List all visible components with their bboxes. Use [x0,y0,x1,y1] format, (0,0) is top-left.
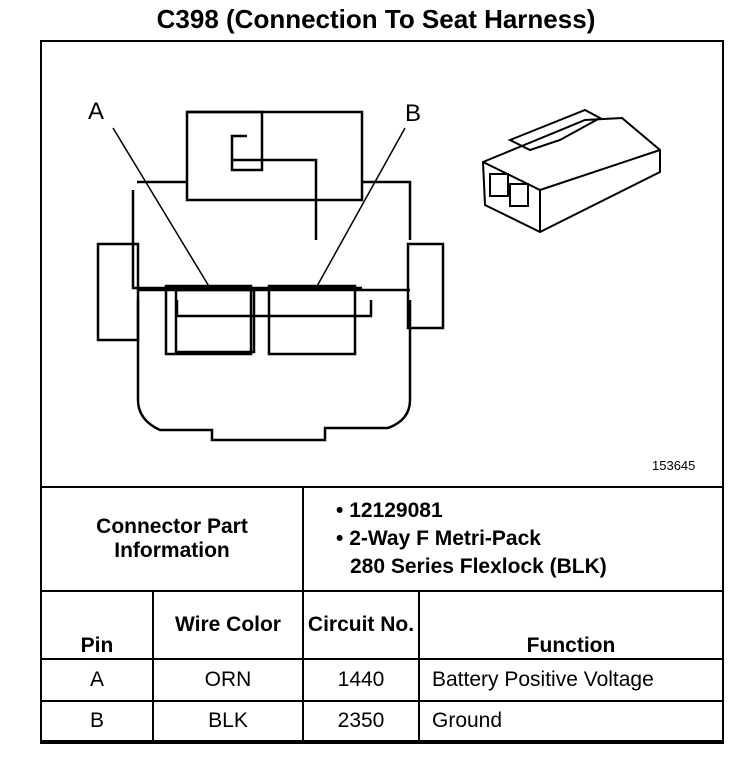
function: Ground [418,700,724,742]
connector-table: Connector Part Information • 12129081 • … [40,486,724,742]
pin: B [40,700,154,742]
part-number: 12129081 [349,499,443,522]
connector-iso-view [481,108,661,234]
label-b: B [405,100,422,127]
figure-number: 153645 [652,458,696,473]
leader-line-a [112,127,211,289]
connector-front-view [96,110,445,442]
header-pin: Pin [40,590,154,660]
table-row: A ORN 1440 Battery Positive Voltage [40,658,724,702]
function: Battery Positive Voltage [418,658,724,702]
header-function: Function [418,590,724,660]
connector-series: 280 Series Flexlock (BLK) [350,555,607,578]
circuit: 2350 [302,700,420,742]
connector-type: 2-Way F Metri-Pack [349,527,541,550]
connector-info-label: Connector Part Information [40,486,304,592]
pin: A [40,658,154,702]
connector-info-items: • 12129081 • 2-Way F Metri-Pack 280 Seri… [302,486,724,592]
leader-line-b [315,127,406,289]
table-row: B BLK 2350 Ground [40,700,724,742]
label-a: A [88,98,105,125]
diagram-frame [40,40,724,744]
wire-color: BLK [152,700,304,742]
header-circuit: Circuit No. [302,590,420,660]
wire-color: ORN [152,658,304,702]
page-title: C398 (Connection To Seat Harness) [156,4,596,34]
header-wire-color: Wire Color [152,590,304,660]
circuit: 1440 [302,658,420,702]
